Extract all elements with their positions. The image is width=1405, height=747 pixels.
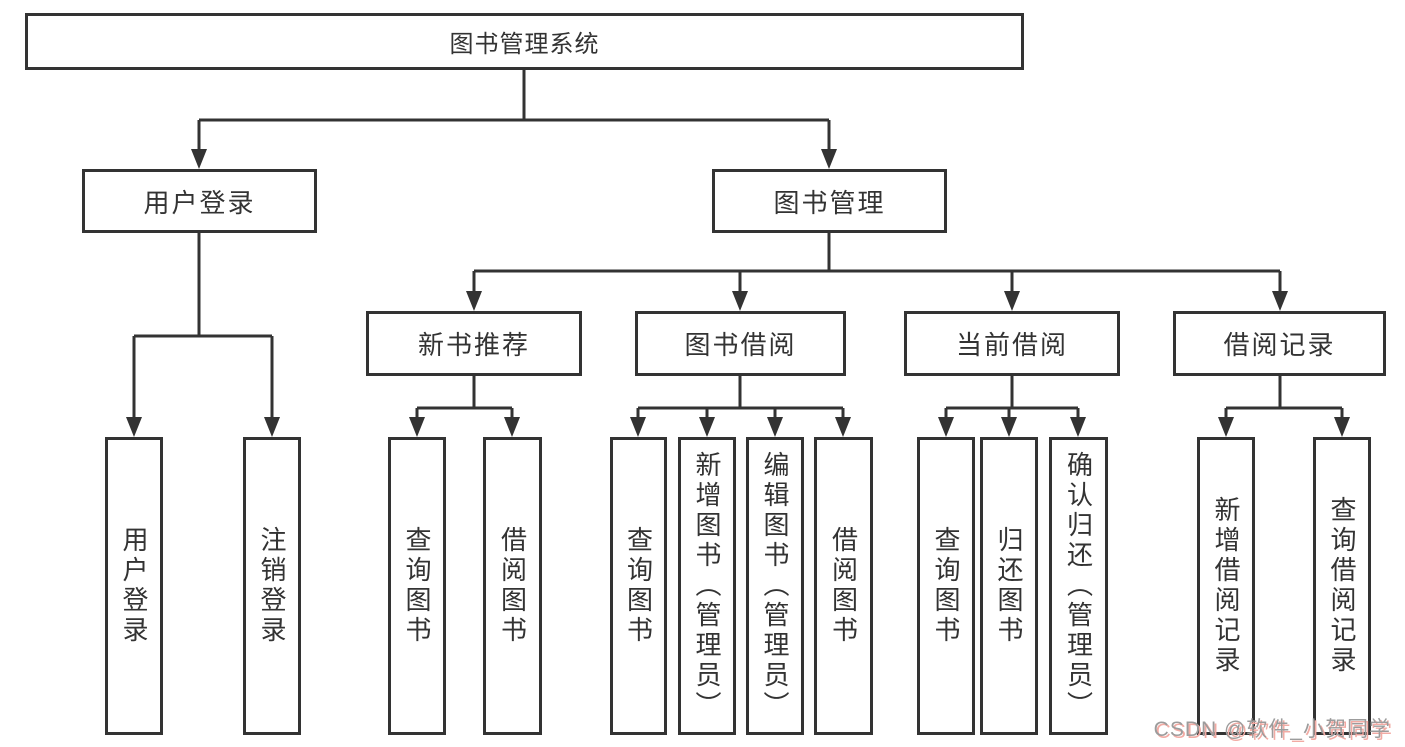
arrowhead xyxy=(699,417,715,437)
leaf-borrow-books-recommend: 借阅图书 xyxy=(483,437,542,735)
node-label: 新书推荐 xyxy=(417,330,530,360)
arrowhead xyxy=(1218,417,1234,437)
node-library-management-system: 图书管理系统 xyxy=(25,13,1024,70)
arrowhead xyxy=(938,417,954,437)
node-book-borrowing: 图书借阅 xyxy=(635,311,846,376)
node-label: 新增图书（管理员） xyxy=(692,451,722,721)
leaf-edit-books-admin: 编辑图书（管理员） xyxy=(746,437,804,735)
tree-edges xyxy=(132,70,1344,419)
node-label: 编辑图书（管理员） xyxy=(760,451,790,721)
leaf-query-books-borrowing: 查询图书 xyxy=(610,437,667,735)
node-label: 新增借阅记录 xyxy=(1211,496,1241,676)
node-borrowing-records: 借阅记录 xyxy=(1173,311,1386,376)
leaf-add-borrow-record: 新增借阅记录 xyxy=(1197,437,1255,735)
node-current-borrowing: 当前借阅 xyxy=(904,311,1120,376)
arrowhead xyxy=(1272,291,1288,311)
arrowhead xyxy=(264,417,280,437)
arrowhead xyxy=(504,417,520,437)
arrowhead xyxy=(835,417,851,437)
leaf-query-borrow-record: 查询借阅记录 xyxy=(1313,437,1371,735)
node-label: 查询图书 xyxy=(402,526,432,646)
csdn-watermark: CSDN @软件_小贺同学 xyxy=(1153,718,1391,741)
node-label: 图书管理 xyxy=(773,187,886,218)
arrowhead xyxy=(126,417,142,437)
node-new-book-recommendation: 新书推荐 xyxy=(366,311,582,376)
arrowhead xyxy=(1004,291,1020,311)
arrowhead xyxy=(732,291,748,311)
node-label: 注销登录 xyxy=(257,526,287,646)
node-label: 图书借阅 xyxy=(684,330,797,360)
node-label: 查询图书 xyxy=(623,526,654,646)
leaf-return-books: 归还图书 xyxy=(980,437,1038,735)
arrowhead xyxy=(466,291,482,311)
leaf-query-books-recommend: 查询图书 xyxy=(388,437,446,735)
node-label: 借阅图书 xyxy=(828,526,859,646)
leaf-logout: 注销登录 xyxy=(243,437,301,735)
arrowhead xyxy=(191,149,207,169)
node-label: 用户登录 xyxy=(119,526,149,646)
node-label: 归还图书 xyxy=(994,526,1024,646)
node-label: 借阅图书 xyxy=(497,526,528,646)
leaf-borrow-books: 借阅图书 xyxy=(814,437,873,735)
arrowhead xyxy=(630,417,646,437)
leaf-query-books-current: 查询图书 xyxy=(917,437,975,735)
node-user-login: 用户登录 xyxy=(82,169,317,233)
node-label: 确认归还（管理员） xyxy=(1063,451,1094,721)
arrowhead xyxy=(1070,417,1086,437)
leaf-add-books-admin: 新增图书（管理员） xyxy=(678,437,736,735)
arrowhead xyxy=(409,417,425,437)
node-label: 用户登录 xyxy=(143,187,256,218)
arrowhead xyxy=(1334,417,1350,437)
node-label: 借阅记录 xyxy=(1223,330,1336,360)
node-label: 当前借阅 xyxy=(955,330,1068,360)
node-label: 图书管理系统 xyxy=(449,31,600,58)
arrowhead xyxy=(821,149,837,169)
arrowhead xyxy=(1001,417,1017,437)
leaf-user-login: 用户登录 xyxy=(105,437,163,735)
node-label: 查询图书 xyxy=(931,526,961,646)
arrowhead xyxy=(767,417,783,437)
node-label: 查询借阅记录 xyxy=(1327,496,1357,676)
leaf-confirm-return-admin: 确认归还（管理员） xyxy=(1049,437,1108,735)
node-book-management: 图书管理 xyxy=(712,169,947,233)
